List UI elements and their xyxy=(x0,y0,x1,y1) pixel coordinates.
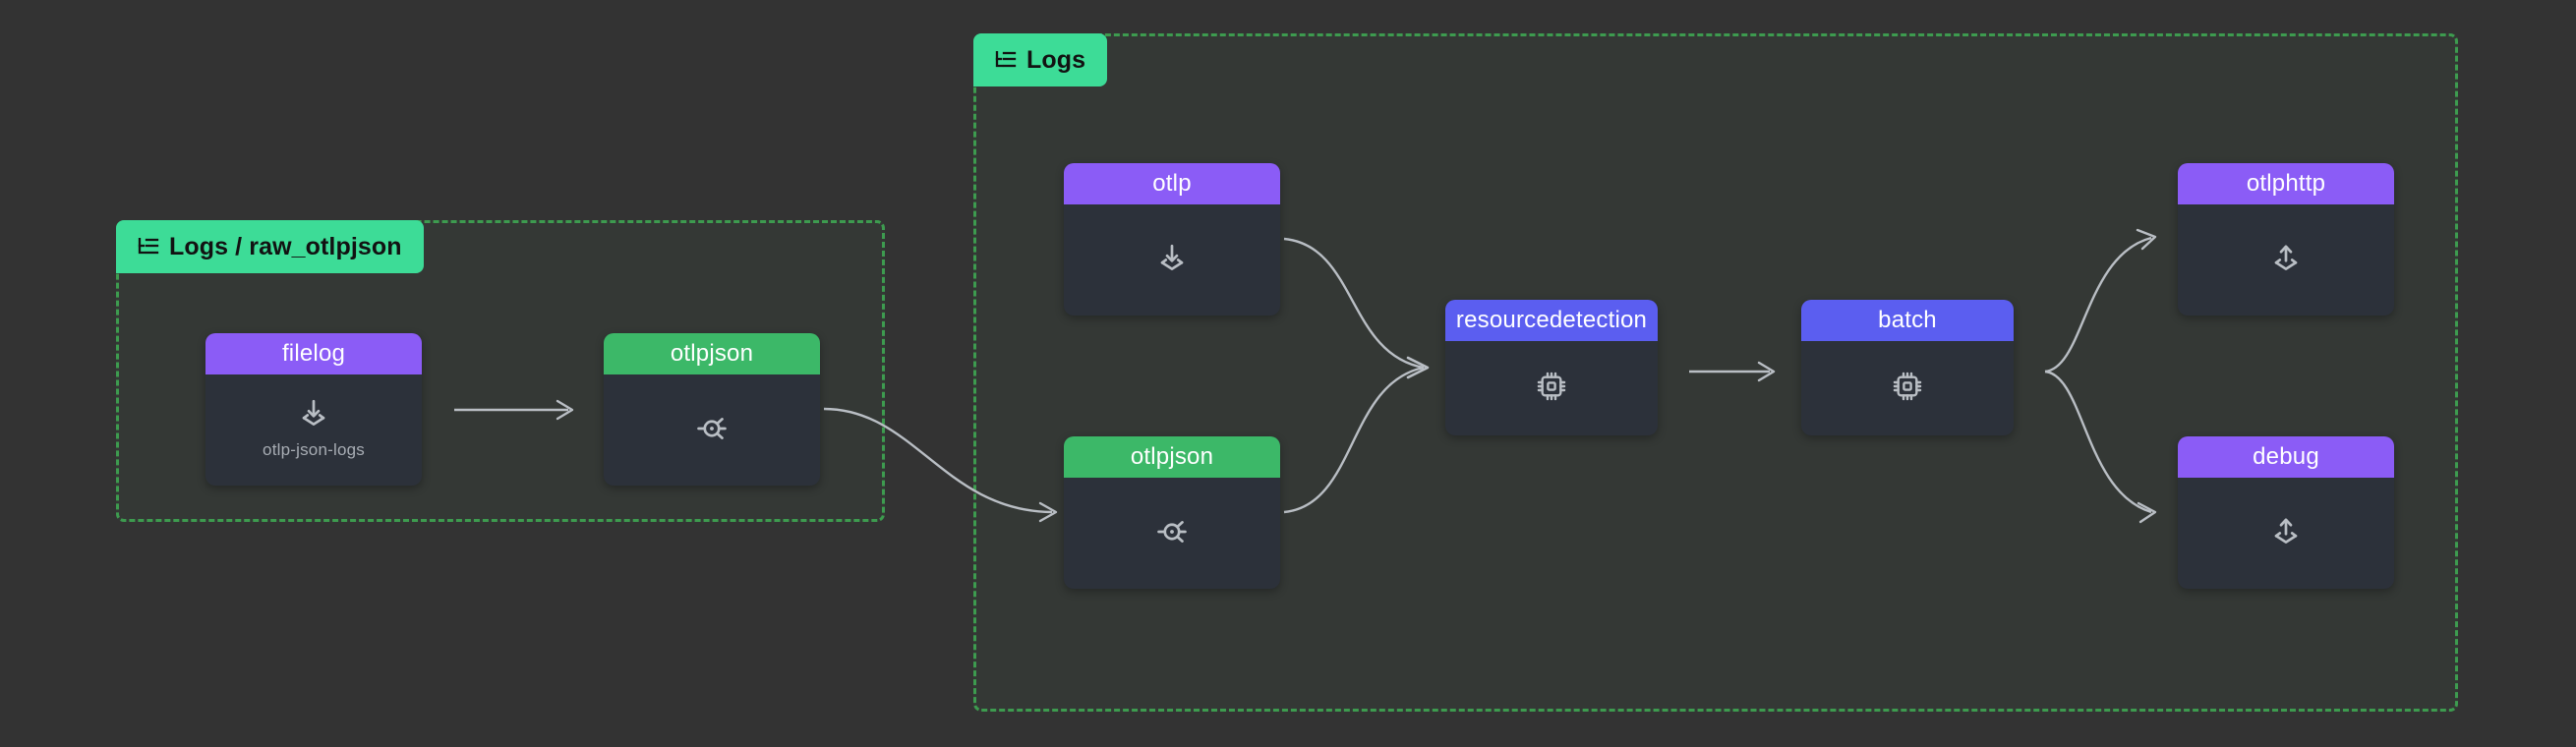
node-title: otlp xyxy=(1152,170,1192,197)
export-arrow-icon xyxy=(2269,515,2303,548)
node-otlpjson-left[interactable]: otlpjson xyxy=(604,333,820,486)
node-body xyxy=(1064,204,1280,316)
node-header: otlpjson xyxy=(604,333,820,374)
node-title: otlpjson xyxy=(670,340,754,367)
group-label-raw-otlpjson[interactable]: Logs / raw_otlpjson xyxy=(116,220,424,273)
node-title: resourcedetection xyxy=(1455,307,1648,333)
import-arrow-icon xyxy=(297,397,330,431)
node-body: otlp-json-logs xyxy=(205,374,422,486)
node-title: otlpjson xyxy=(1130,443,1214,470)
node-header: debug xyxy=(2178,436,2394,478)
import-arrow-icon xyxy=(1155,242,1189,275)
node-body xyxy=(2178,478,2394,589)
node-header: filelog xyxy=(205,333,422,374)
group-frame-logs[interactable] xyxy=(973,33,2458,712)
connector-icon xyxy=(1155,515,1189,548)
logs-icon xyxy=(138,238,159,256)
group-label-text: Logs xyxy=(1026,45,1086,74)
node-header: batch xyxy=(1801,300,2014,341)
node-header: otlp xyxy=(1064,163,1280,204)
node-otlpjson-right[interactable]: otlpjson xyxy=(1064,436,1280,589)
node-body xyxy=(2178,204,2394,316)
group-label-logs[interactable]: Logs xyxy=(973,33,1108,86)
node-debug[interactable]: debug xyxy=(2178,436,2394,589)
export-arrow-icon xyxy=(2269,242,2303,275)
connector-icon xyxy=(695,412,729,445)
node-title: batch xyxy=(1878,307,1937,333)
group-label-text: Logs / raw_otlpjson xyxy=(169,232,402,260)
node-otlphttp[interactable]: otlphttp xyxy=(2178,163,2394,316)
node-batch[interactable]: batch xyxy=(1801,300,2014,435)
node-body xyxy=(604,374,820,486)
cpu-chip-icon xyxy=(1536,371,1567,402)
node-title: otlphttp xyxy=(2246,170,2326,197)
logs-icon xyxy=(995,51,1017,69)
node-body xyxy=(1445,341,1658,435)
node-body xyxy=(1064,478,1280,589)
node-header: resourcedetection xyxy=(1445,300,1658,341)
node-body xyxy=(1801,341,2014,435)
node-subtitle: otlp-json-logs xyxy=(263,439,365,459)
node-header: otlpjson xyxy=(1064,436,1280,478)
node-filelog[interactable]: filelog otlp-json-logs xyxy=(205,333,422,486)
node-resourcedetection[interactable]: resourcedetection xyxy=(1445,300,1658,435)
node-otlp[interactable]: otlp xyxy=(1064,163,1280,316)
node-title: filelog xyxy=(281,340,346,367)
cpu-chip-icon xyxy=(1892,371,1923,402)
node-header: otlphttp xyxy=(2178,163,2394,204)
node-title: debug xyxy=(2253,443,2319,470)
